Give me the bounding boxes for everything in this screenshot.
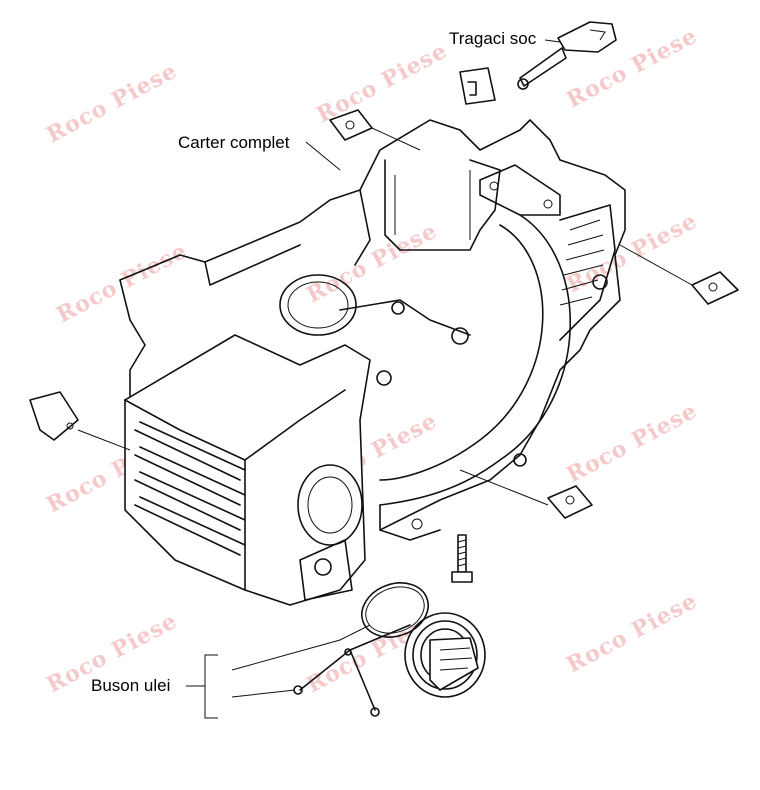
label-tragaci-soc: Tragaci soc bbox=[449, 29, 537, 48]
clip-nut-right bbox=[691, 271, 739, 305]
oil-cap-strap-part bbox=[293, 624, 411, 717]
screw-part bbox=[451, 534, 473, 583]
label-carter-complet: Carter complet bbox=[178, 133, 290, 152]
bracket-buson bbox=[186, 654, 218, 719]
clip-nut-top bbox=[329, 109, 373, 141]
clip-nut-left bbox=[29, 391, 79, 441]
clip-nut-bottom bbox=[547, 485, 593, 519]
oil-cap-part bbox=[404, 612, 486, 698]
leader-tragaci bbox=[544, 39, 561, 43]
crankcase-body bbox=[119, 119, 626, 606]
choke-lever-part bbox=[517, 21, 617, 90]
label-buson-ulei: Buson ulei bbox=[91, 676, 171, 695]
oil-cap-oring-part bbox=[361, 582, 429, 638]
leader-buson-lower bbox=[231, 689, 296, 698]
choke-clip-part bbox=[459, 67, 496, 105]
leader-buson-upper bbox=[231, 624, 371, 671]
leader-carter bbox=[305, 141, 341, 171]
